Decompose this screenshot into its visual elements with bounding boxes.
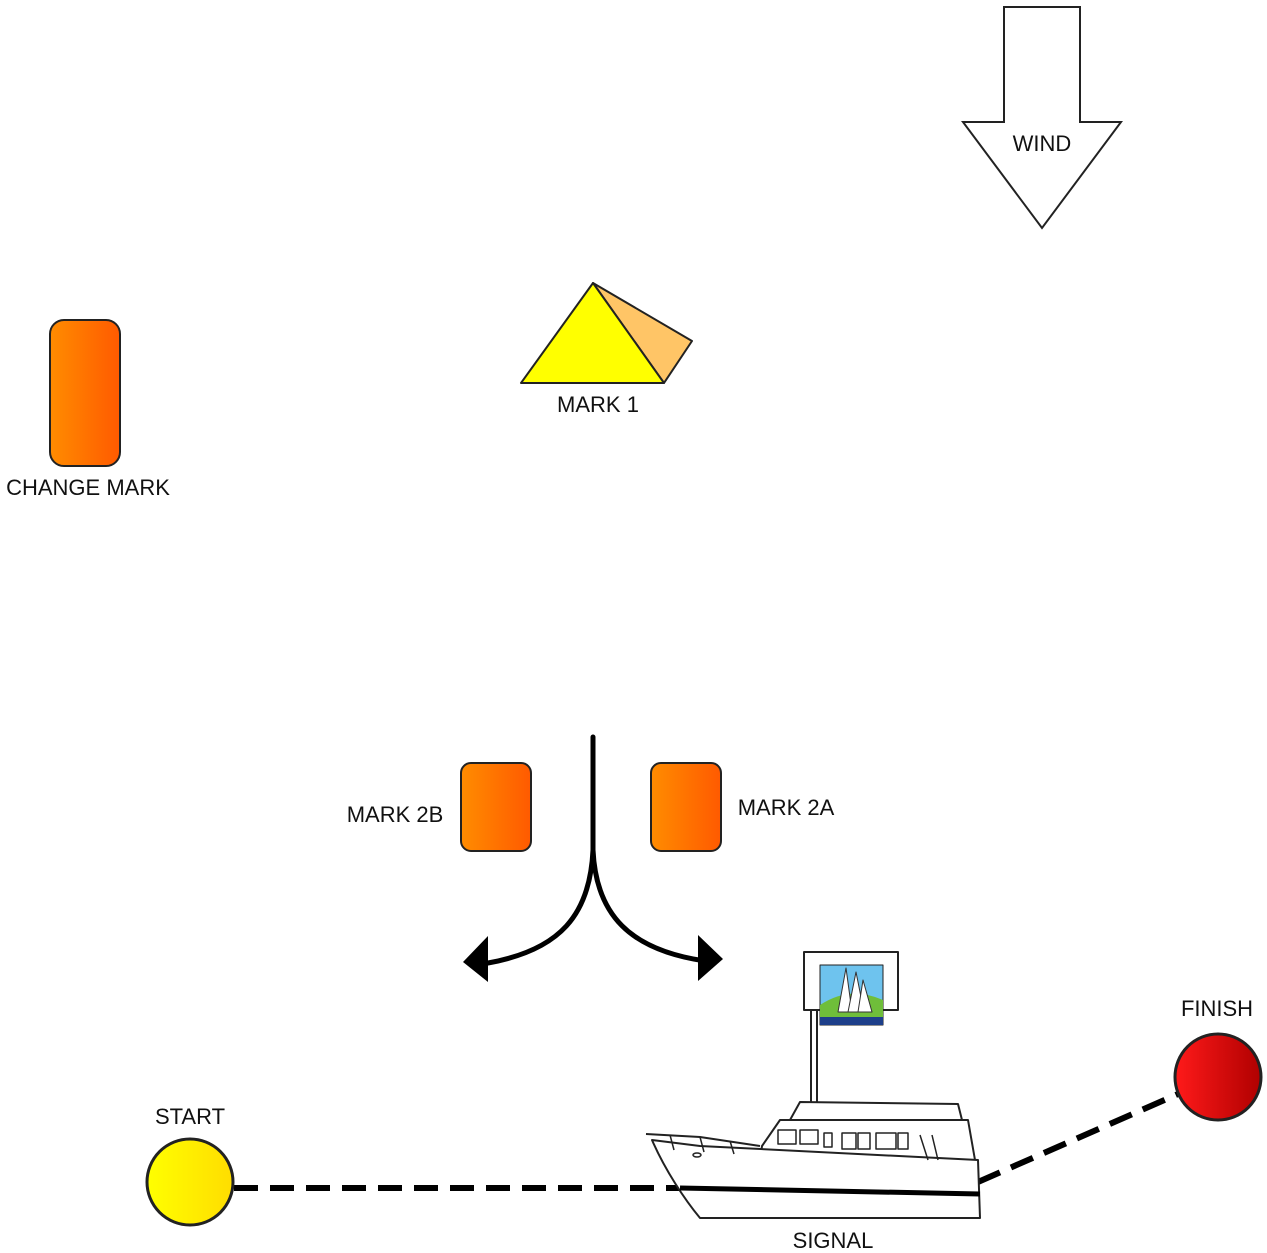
change-mark-label: CHANGE MARK: [6, 475, 170, 500]
finish-label: FINISH: [1181, 996, 1253, 1021]
change-mark-buoy: [49, 319, 121, 467]
mark-2a-label: MARK 2A: [738, 795, 835, 820]
fork-arrow-icon: [485, 734, 708, 966]
wind-label: WIND: [1013, 131, 1072, 156]
mark-1-label: MARK 1: [557, 392, 639, 417]
left-arrowhead-icon: [463, 936, 488, 982]
right-arrowhead-icon: [698, 935, 723, 981]
mark-2b-label: MARK 2B: [347, 802, 444, 827]
motor-yacht-icon: [645, 951, 981, 1219]
wind-arrow-icon: [961, 6, 1123, 230]
signal-label: SIGNAL: [793, 1228, 874, 1253]
finish-line: [976, 1091, 1180, 1185]
pyramid-buoy-icon: [520, 282, 693, 384]
start-buoy: [145, 1137, 235, 1227]
mark-2b-buoy: [460, 762, 532, 852]
mark-2a-buoy: [650, 762, 722, 852]
start-label: START: [155, 1104, 225, 1129]
finish-buoy: [1173, 1032, 1263, 1122]
sailing-flag-icon: [819, 964, 884, 1026]
